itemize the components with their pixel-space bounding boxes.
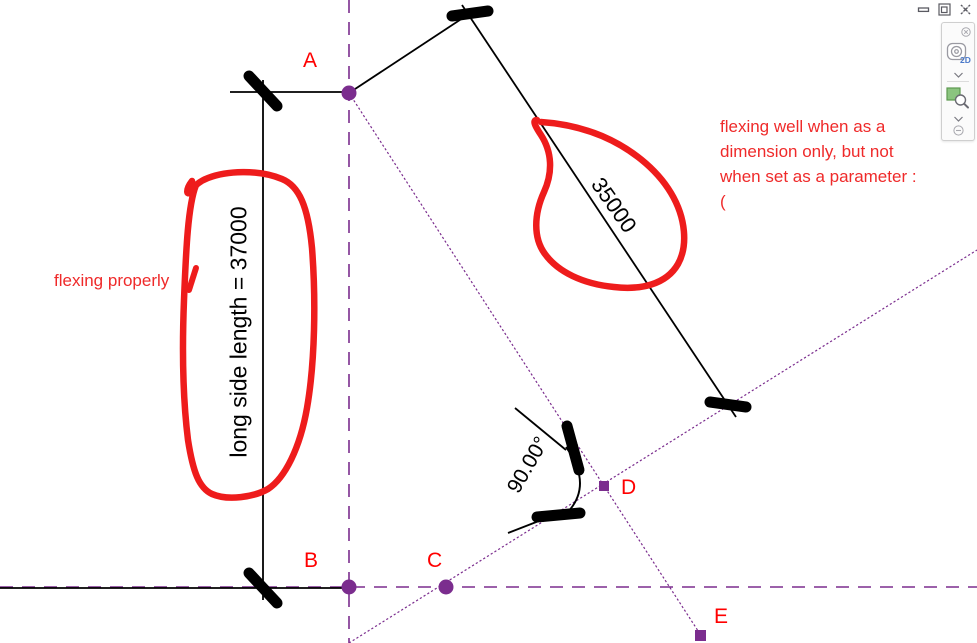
tick-top-diagonal	[446, 5, 494, 22]
tick-bottom-vertical	[243, 567, 283, 609]
navigation-bar[interactable]: 2D	[941, 22, 975, 141]
restore-icon	[938, 3, 951, 16]
close-circle-icon[interactable]	[961, 27, 971, 37]
close-icon	[960, 4, 971, 15]
tick-bottom-diagonal	[704, 396, 752, 413]
point-c-dot[interactable]	[438, 579, 454, 595]
nav-footer	[942, 124, 974, 137]
close-button[interactable]	[958, 2, 973, 17]
nav-close-row	[942, 27, 974, 39]
restore-button[interactable]	[937, 2, 952, 17]
chevron-down-icon-zoom	[953, 116, 963, 122]
point-b-dot[interactable]	[341, 579, 357, 595]
zoom-region-icon	[946, 87, 969, 109]
markup-circle-diagonal	[531, 116, 688, 291]
chevron-down-icon	[953, 72, 963, 78]
sloped-reference-line	[348, 249, 977, 643]
steering-wheel-dropdown[interactable]	[944, 69, 972, 80]
diagonal-edge-line	[461, 4, 737, 418]
top-edge-line	[348, 7, 479, 94]
angle-reference-line	[348, 92, 703, 638]
minimize-icon	[917, 7, 930, 13]
tick-angle-lower	[531, 507, 586, 523]
zoom-dropdown[interactable]	[944, 113, 972, 124]
tick-top-vertical	[243, 70, 283, 112]
point-a-dot[interactable]	[341, 85, 357, 101]
reference-points-group[interactable]	[341, 85, 707, 642]
window-controls	[916, 2, 973, 17]
minimize-button[interactable]	[916, 2, 931, 17]
collapse-circle-icon[interactable]	[952, 125, 964, 136]
tick-angle-upper	[561, 420, 585, 476]
nav-divider	[947, 81, 969, 82]
markup-circle-long-side	[179, 168, 318, 501]
steering-wheel-2d-tool[interactable]: 2D	[944, 39, 972, 69]
point-e-dot[interactable]	[695, 630, 706, 641]
point-d-dot[interactable]	[599, 481, 609, 491]
zoom-tool[interactable]	[944, 83, 972, 113]
markup-tick-left-note	[186, 265, 199, 293]
svg-text:2D: 2D	[960, 55, 971, 65]
steering-wheel-2d-icon: 2D	[946, 42, 971, 65]
tick-marks-group	[243, 5, 752, 609]
angle-leader-upper	[514, 407, 567, 451]
